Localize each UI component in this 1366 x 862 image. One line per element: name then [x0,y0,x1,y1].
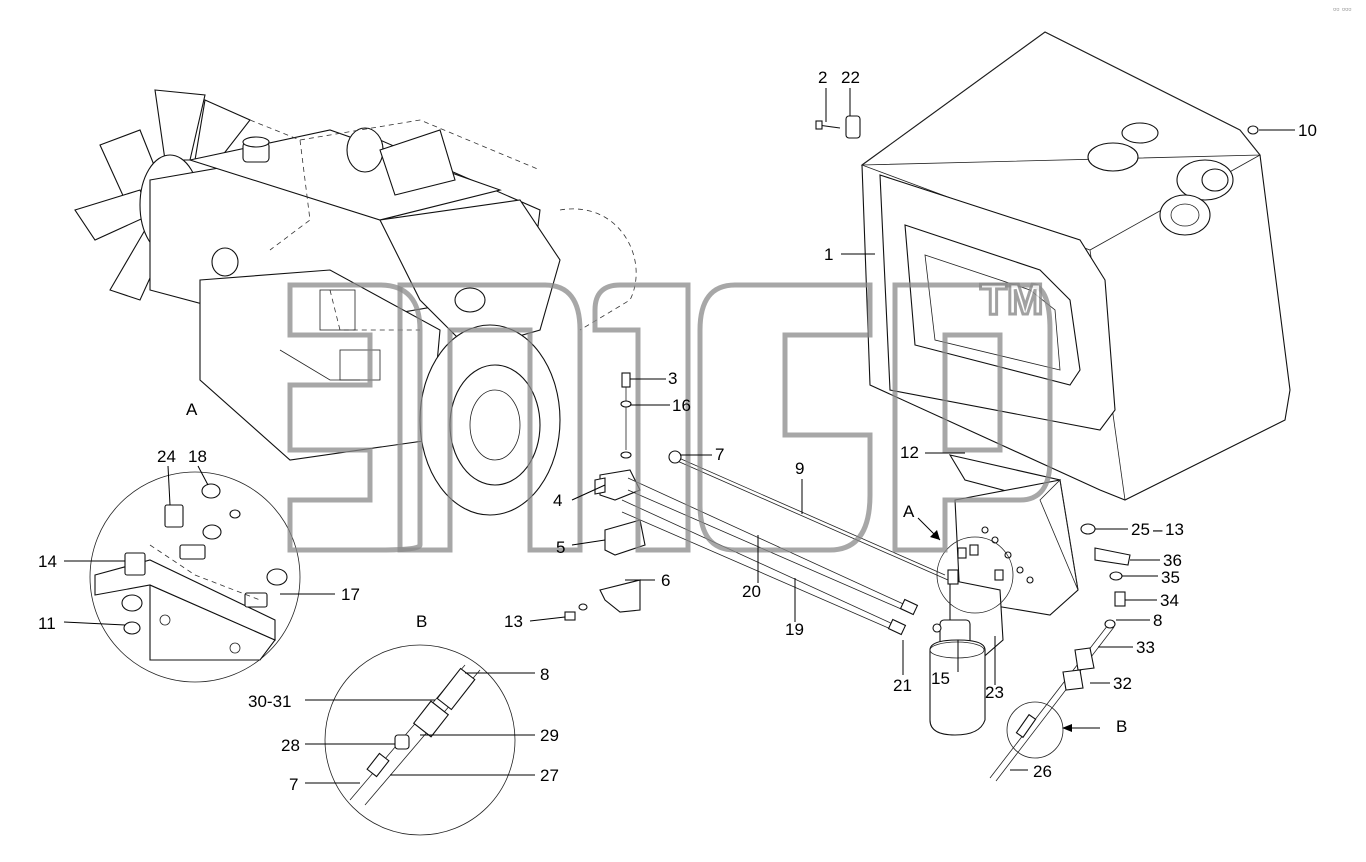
view-label-b: B [416,612,427,631]
filter-bracket-illustration [917,454,1079,736]
callout-21: 21 [893,676,912,695]
fuel-tank-illustration [815,31,1291,501]
pipes-and-brackets-illustration [564,372,949,636]
callout-16: 16 [672,396,691,415]
corner-mark: ▫▫ ▫▫▫ [1333,4,1351,14]
callout-28: 28 [281,736,300,755]
callout-25: 25 [1131,520,1150,539]
callout-15: 15 [931,669,950,688]
callout-9: 9 [795,459,804,478]
callout-3: 3 [668,369,677,388]
callout-7: 7 [715,445,724,464]
callout-19: 19 [785,620,804,639]
callout-20: 20 [742,582,761,601]
callout-labels: A A B B 2 22 10 1 3 16 7 9 12 4 5 6 20 1… [38,4,1351,794]
callout-13b: 13 [1165,520,1184,539]
view-label-a-arrow: A [903,502,915,521]
callout-10: 10 [1298,121,1317,140]
callout-34: 34 [1160,591,1179,610]
callout-32: 32 [1113,674,1132,693]
callout-26: 26 [1033,762,1052,781]
leader-lines [63,88,1295,784]
trademark-mark: TM [980,275,1044,324]
view-label-a: A [186,400,198,419]
callout-35: 35 [1161,568,1180,587]
drain-parts-illustration [989,523,1131,782]
callout-29: 29 [540,726,559,745]
callout-1: 1 [824,245,833,264]
detail-view-b [324,644,516,836]
callout-27: 27 [540,766,559,785]
callout-17: 17 [341,585,360,604]
callout-13: 13 [504,612,523,631]
callout-12: 12 [900,443,919,462]
callout-4: 4 [553,491,562,510]
callout-24: 24 [157,447,176,466]
callout-30-31: 30-31 [248,692,291,711]
callout-22: 22 [841,68,860,87]
engine-illustration [74,89,637,516]
callout-8b: 8 [540,665,549,684]
view-label-b-arrow: B [1116,717,1127,736]
callout-36: 36 [1163,551,1182,570]
callout-6: 6 [661,571,670,590]
callout-2: 2 [818,68,827,87]
detail-view-a [89,471,301,683]
callout-14: 14 [38,552,57,571]
callout-33: 33 [1136,638,1155,657]
callout-18: 18 [188,447,207,466]
callout-11: 11 [38,614,56,633]
callout-23: 23 [985,683,1004,702]
callout-5: 5 [556,538,565,557]
callout-8: 8 [1153,611,1162,630]
callout-25-dash: – [1153,520,1163,539]
watermark-logo: TM [287,274,1053,553]
callout-7b: 7 [289,775,298,794]
